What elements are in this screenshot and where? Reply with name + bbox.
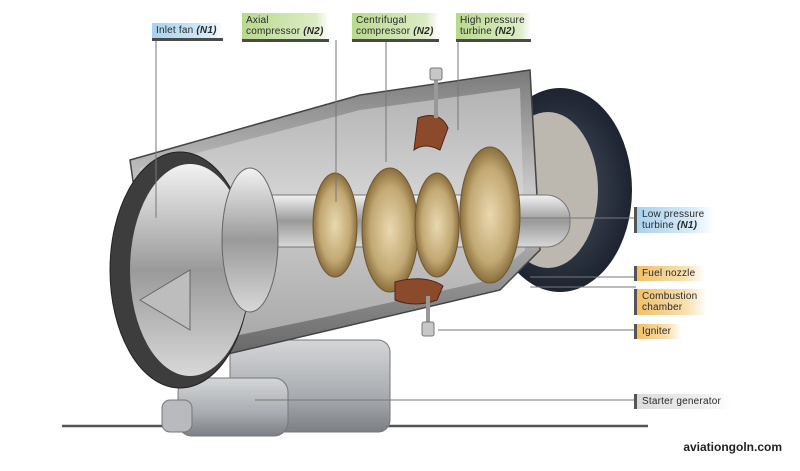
combustion-chamber-lower (394, 278, 444, 305)
axial-compressor-disk (312, 172, 358, 278)
lp-turbine-disk (459, 146, 521, 284)
label-starter-generator: Starter generator (634, 394, 731, 409)
label-centrifugal-compressor: Centrifugal compressor (N2) (352, 13, 440, 42)
label-inlet-fan: Inlet fan (N1) (152, 23, 223, 41)
nose-cone (139, 269, 191, 331)
hp-turbine-disk (414, 172, 460, 278)
label-axial-compressor: Axial compressor (N2) (242, 13, 330, 42)
fan-ring (221, 167, 279, 313)
leader-lines (155, 40, 636, 401)
label-high-pressure-turbine: High pressure turbine (N2) (456, 13, 531, 42)
starter-generator (161, 339, 391, 437)
label-combustion-chamber: Combustion chamber (634, 289, 708, 315)
label-low-pressure-turbine: Low pressure turbine (N1) (634, 207, 715, 233)
label-igniter: Igniter (634, 324, 682, 339)
combustion-chamber-upper (413, 115, 449, 152)
watermark: aviationgoln.com (683, 440, 782, 454)
label-fuel-nozzle: Fuel nozzle (634, 266, 706, 281)
centrifugal-compressor-disk (361, 167, 419, 293)
